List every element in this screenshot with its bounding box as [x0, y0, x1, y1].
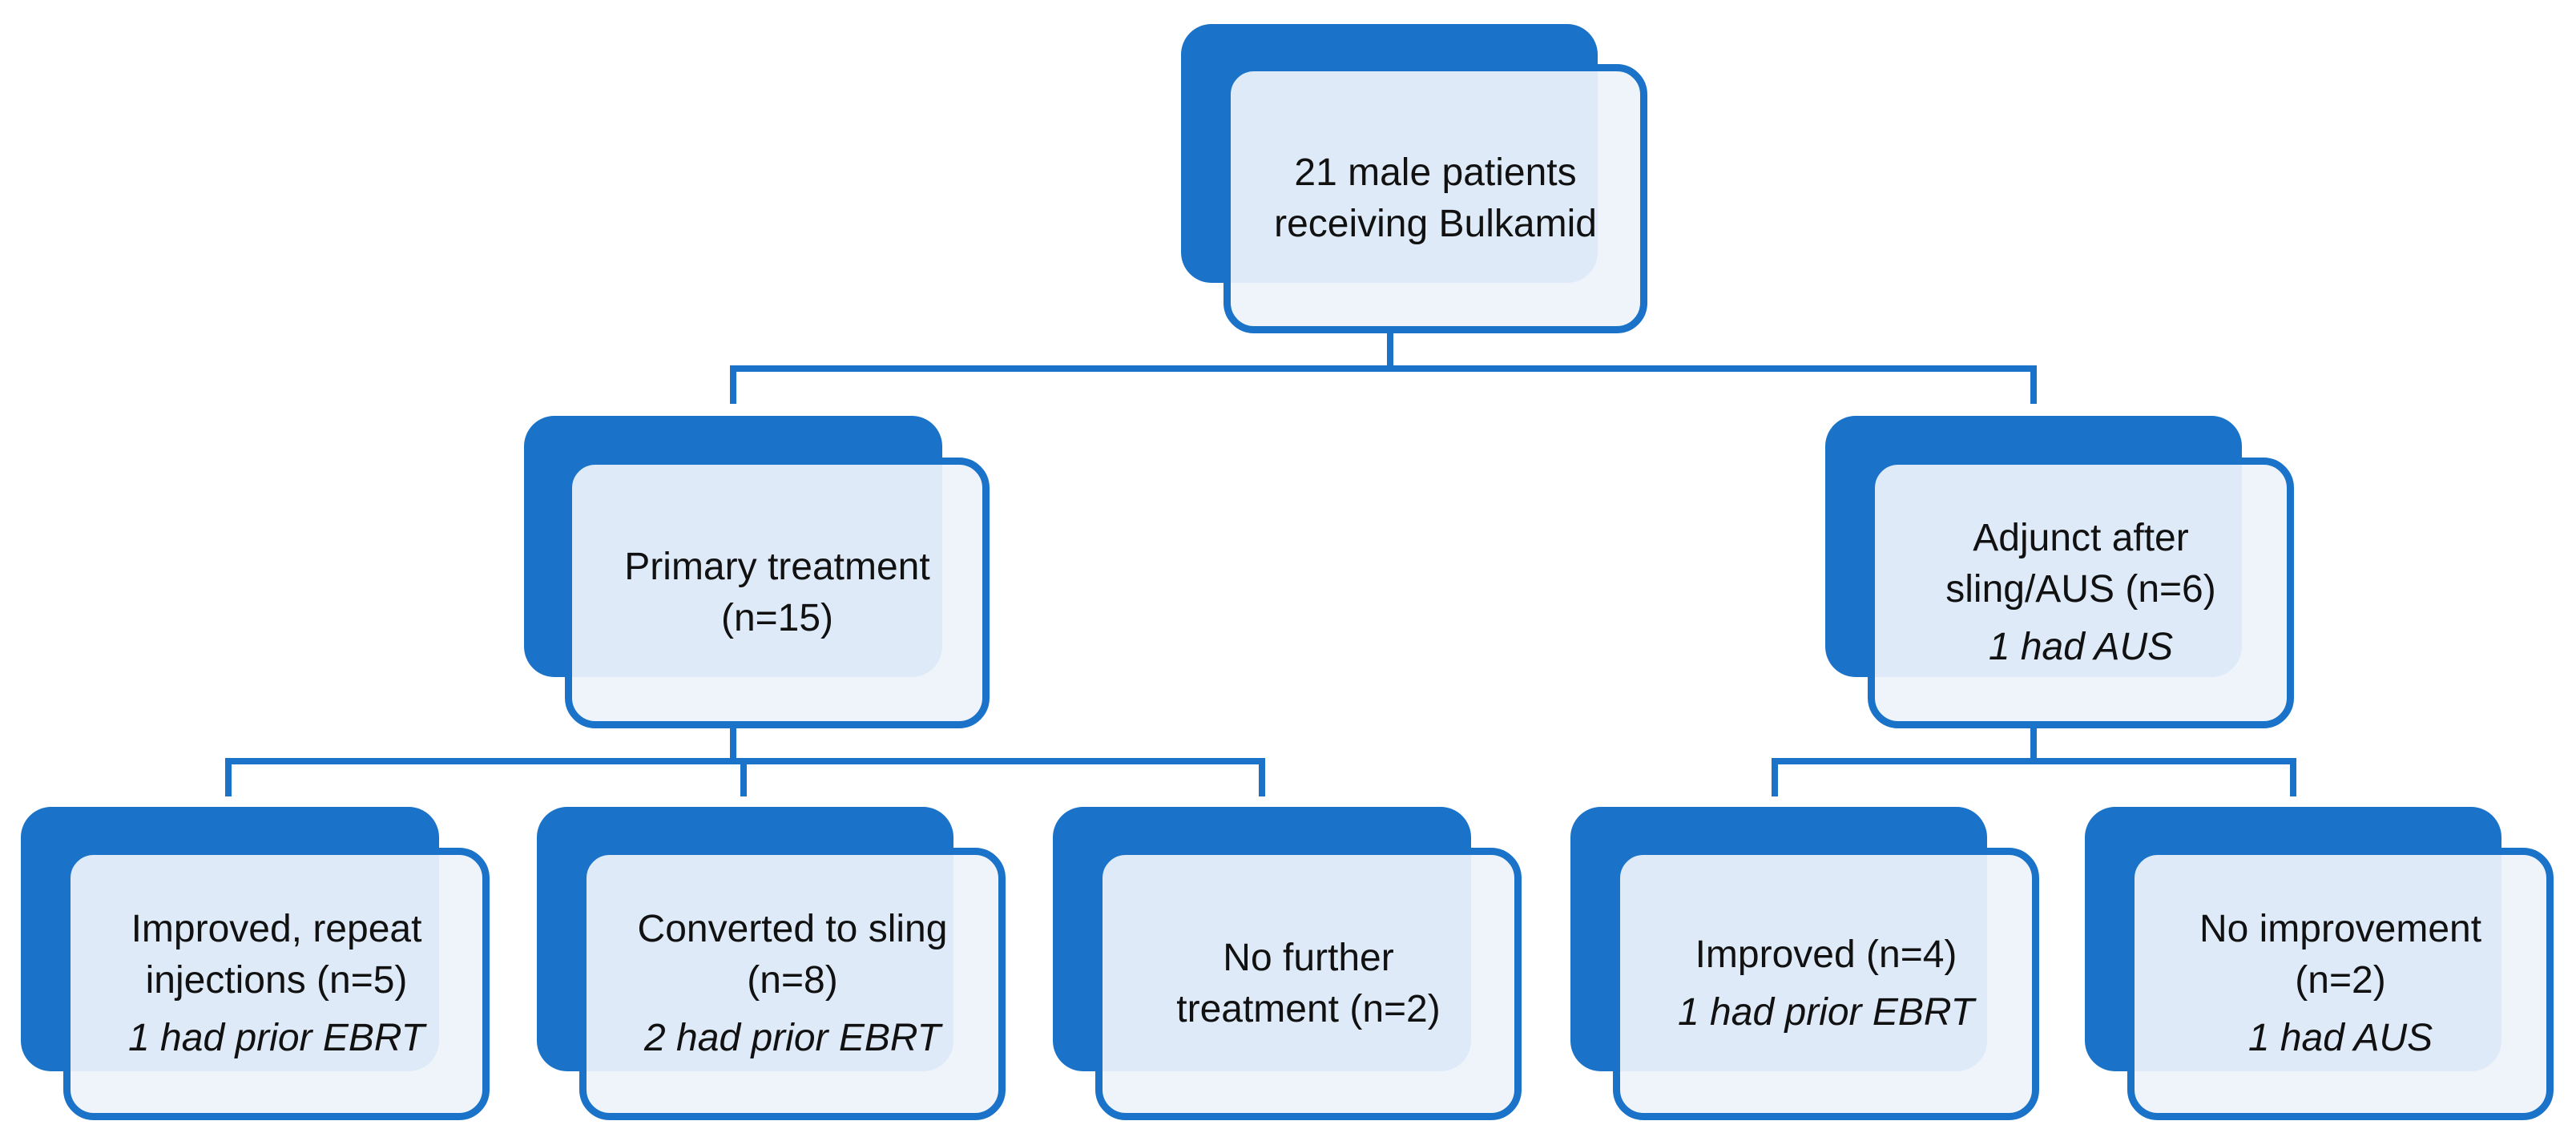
adjunct-label-line-1: Adjunct after [1973, 517, 2189, 559]
primary-treatment-label-line-2: (n=15) [720, 597, 834, 639]
outcome-improved-label-line-1: Improved (n=4) [1695, 933, 1957, 976]
primary-treatment-label-line-1: Primary treatment [624, 546, 930, 588]
adjunct-node-box: Adjunct after sling/AUS (n=6) 1 had AUS [1868, 458, 2294, 728]
outcome-no-improvement-note: 1 had AUS [2247, 1017, 2433, 1059]
outcome-improved-repeat-note: 1 had prior EBRT [128, 1017, 425, 1059]
root-label-line-1: 21 male patients [1294, 151, 1577, 194]
primary-connector [225, 722, 1265, 796]
outcome-improved-repeat-label-line-2: injections (n=5) [145, 959, 408, 1002]
outcome-no-improvement-node-box: No improvement (n=2) 1 had AUS [2127, 848, 2554, 1120]
outcome-converted-sling-label-line-1: Converted to sling [637, 908, 948, 950]
outcome-converted-sling-note: 2 had prior EBRT [644, 1017, 941, 1059]
outcome-no-further-treatment-node-box: No further treatment (n=2) [1095, 848, 1522, 1120]
root-connector [730, 332, 2037, 404]
outcome-converted-sling-label-line-2: (n=8) [747, 959, 838, 1002]
adjunct-connector [1772, 722, 2296, 796]
outcome-improved-repeat-label-line-1: Improved, repeat [131, 908, 422, 950]
outcome-no-further-treatment-label-line-1: No further [1223, 937, 1394, 979]
outcome-no-improvement-label-line-2: (n=2) [2295, 959, 2386, 1002]
outcome-improved-node-box: Improved (n=4) 1 had prior EBRT [1613, 848, 2039, 1120]
outcome-converted-sling-node-box: Converted to sling (n=8) 2 had prior EBR… [579, 848, 1006, 1120]
root-node-box: 21 male patients receiving Bulkamid [1223, 64, 1647, 333]
primary-treatment-node-box: Primary treatment (n=15) [565, 458, 990, 728]
adjunct-note: 1 had AUS [1988, 626, 2174, 668]
outcome-improved-note: 1 had prior EBRT [1678, 991, 1974, 1034]
outcome-no-improvement-label-line-1: No improvement [2199, 908, 2482, 950]
outcome-no-further-treatment-label-line-2: treatment (n=2) [1176, 988, 1441, 1030]
outcome-improved-repeat-node-box: Improved, repeat injections (n=5) 1 had … [63, 848, 490, 1120]
adjunct-label-line-2: sling/AUS (n=6) [1945, 568, 2216, 611]
root-label-line-2: receiving Bulkamid [1274, 203, 1597, 245]
